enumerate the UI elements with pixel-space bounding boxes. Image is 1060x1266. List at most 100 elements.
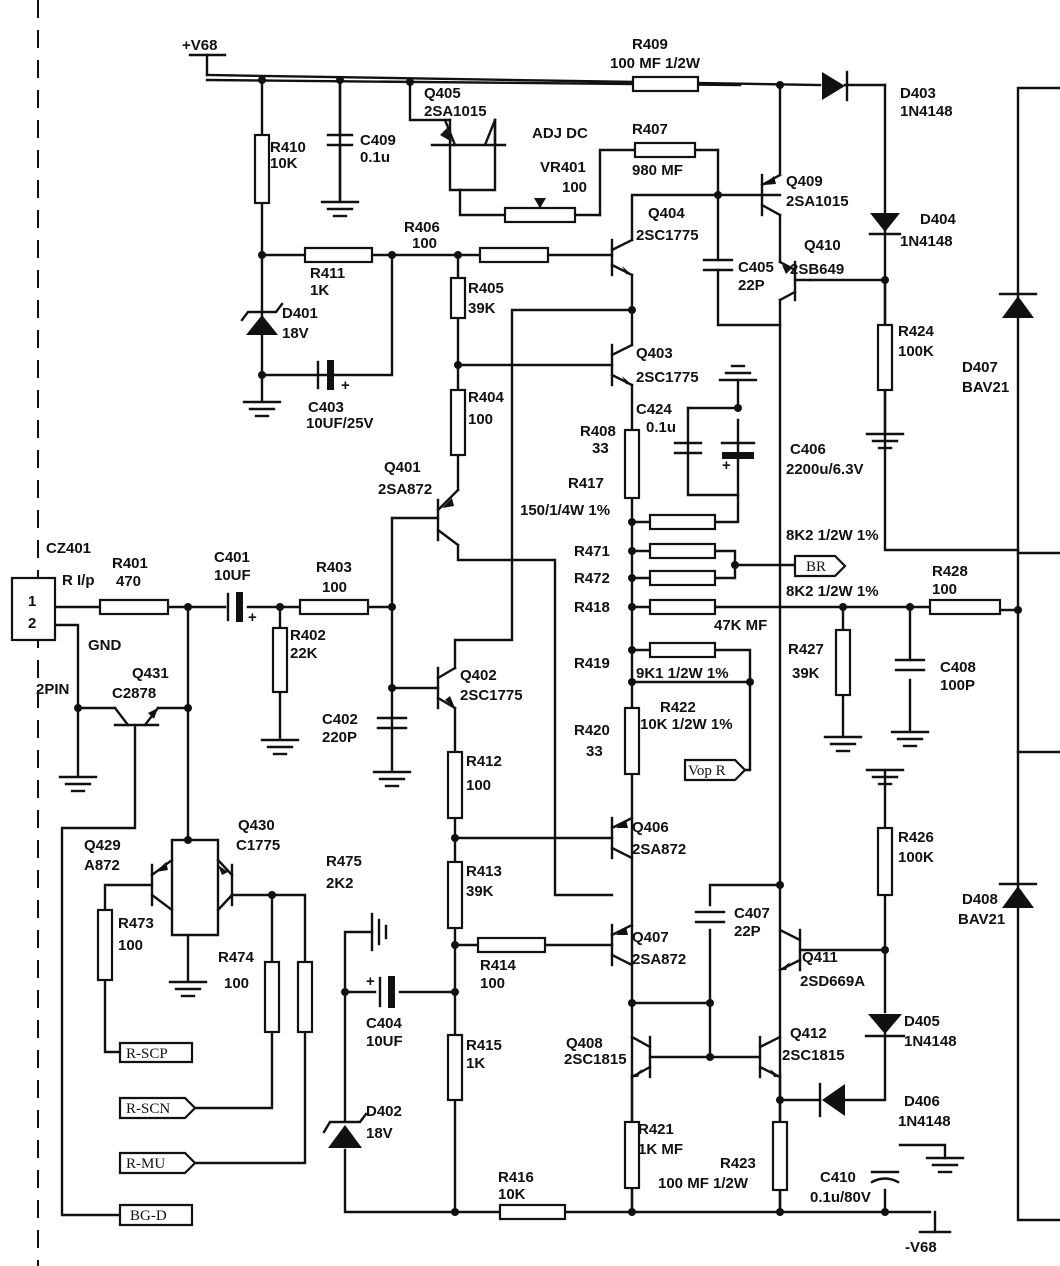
tag-rscp-shape xyxy=(118,1041,194,1064)
r412-ref: R412 xyxy=(466,753,502,770)
r414-ref: R414 xyxy=(480,957,517,974)
c403-plus: + xyxy=(341,377,350,394)
r408-ref: R408 xyxy=(580,423,616,440)
transistors xyxy=(113,118,812,1079)
r471-value: 8K2 1/2W 1% xyxy=(786,527,879,544)
q402-part: 2SC1775 xyxy=(460,687,523,704)
tag-bgd-shape xyxy=(118,1203,194,1227)
r474-ref: R474 xyxy=(218,949,255,966)
r402-ref: R402 xyxy=(290,627,326,644)
c408-value: 100P xyxy=(940,677,975,694)
tag-rmu-shape xyxy=(118,1151,197,1175)
r418-value: 8K2 1/2W 1% xyxy=(786,583,879,600)
r406-value: 100 xyxy=(412,235,437,252)
resistor-r401 xyxy=(98,598,170,616)
resistor-r408 xyxy=(623,428,641,500)
r426-ref: R426 xyxy=(898,829,934,846)
resistor-r403 xyxy=(298,598,370,616)
d408-part: BAV21 xyxy=(958,911,1005,928)
r412-value: 100 xyxy=(466,777,491,794)
r472-ref: R472 xyxy=(574,570,610,587)
trimmer-vr401 xyxy=(503,206,577,224)
c404-value: 10UF xyxy=(366,1033,403,1050)
q410-part: 2SB649 xyxy=(790,261,844,278)
r421-ref: R421 xyxy=(638,1121,674,1138)
c408-ref: C408 xyxy=(940,659,976,676)
r420-value: 33 xyxy=(586,743,603,760)
q408-ref: Q408 xyxy=(566,1035,603,1052)
d401-ref: D401 xyxy=(282,305,318,322)
output-stage-wiring xyxy=(998,86,1060,1222)
c407-ref: C407 xyxy=(734,905,770,922)
c410-ref: C410 xyxy=(820,1169,856,1186)
cz401-signal: R I/p xyxy=(62,572,95,589)
c404-plus: + xyxy=(366,973,375,990)
diode-d403 xyxy=(822,72,845,100)
r408-value: 33 xyxy=(592,440,609,457)
tag-br: BR xyxy=(806,559,826,575)
r405-ref: R405 xyxy=(468,280,504,297)
resistor-r471 xyxy=(648,542,717,560)
resistor-r405 xyxy=(449,276,467,320)
d407-ref: D407 xyxy=(962,359,998,376)
c405-value: 22P xyxy=(738,277,765,294)
resistor-r426 xyxy=(876,826,894,897)
r401-value: 470 xyxy=(116,573,141,590)
resistor-r412 xyxy=(446,750,464,820)
q431-ref: Q431 xyxy=(132,665,169,682)
r414-value: 100 xyxy=(480,975,505,992)
q408-part: 2SC1815 xyxy=(564,1051,627,1068)
r409-value: 100 MF 1/2W xyxy=(610,55,701,72)
capacitors xyxy=(226,78,926,1184)
resistor-r416 xyxy=(498,1203,567,1221)
diode-d405 xyxy=(868,1014,902,1034)
resistor-r406 xyxy=(478,246,550,264)
resistor-r409 xyxy=(631,75,700,93)
resistor-r423 xyxy=(771,1120,789,1192)
r417-value: 150/1/4W 1% xyxy=(520,502,610,519)
r404-value: 100 xyxy=(468,411,493,428)
q430-part: C1775 xyxy=(236,837,280,854)
r413-value: 39K xyxy=(466,883,494,900)
r417-ref: R417 xyxy=(568,475,604,492)
d404-part: 1N4148 xyxy=(900,233,953,250)
d404-ref: D404 xyxy=(920,211,957,228)
resistor-bodies xyxy=(10,75,1002,1221)
q405-part: 2SA1015 xyxy=(424,103,487,120)
schematic-labels: +V68 -V68 R409 100 MF 1/2W R410 10K R407… xyxy=(28,36,1009,1256)
diode-d404 xyxy=(870,213,900,232)
resistor-r473 xyxy=(96,908,114,982)
r424-ref: R424 xyxy=(898,323,935,340)
resistor-r475 xyxy=(296,960,314,1034)
resistor-r411 xyxy=(303,246,374,264)
d402-part: 18V xyxy=(366,1125,393,1142)
vr401-value: 100 xyxy=(562,179,587,196)
r422-ref: R422 xyxy=(660,699,696,716)
r474-value: 100 xyxy=(224,975,249,992)
r410-ref: R410 xyxy=(270,139,306,156)
q402-ref: Q402 xyxy=(460,667,497,684)
resistor-r427 xyxy=(834,628,852,697)
tag-bgd: BG-D xyxy=(130,1208,167,1224)
r403-ref: R403 xyxy=(316,559,352,576)
vr401-label: ADJ DC xyxy=(532,125,588,142)
r475-value: 2K2 xyxy=(326,875,354,892)
q430-ref: Q430 xyxy=(238,817,275,834)
q401-ref: Q401 xyxy=(384,459,421,476)
junction-dots xyxy=(74,76,1022,1216)
c409-ref: C409 xyxy=(360,132,396,149)
cz401-pin2: 2 xyxy=(28,615,36,632)
q404-ref: Q404 xyxy=(648,205,685,222)
cz401-type: 2PIN xyxy=(36,681,69,698)
resistor-r404 xyxy=(449,388,467,457)
q405-ref: Q405 xyxy=(424,85,461,102)
connector-cz401-body xyxy=(10,576,57,642)
r409-ref: R409 xyxy=(632,36,668,53)
resistor-r413 xyxy=(446,860,464,930)
r428-value: 100 xyxy=(932,581,957,598)
q412-ref: Q412 xyxy=(790,1025,827,1042)
q407-part: 2SA872 xyxy=(632,951,686,968)
resistor-r418 xyxy=(648,598,717,616)
r419-value: 9K1 1/2W 1% xyxy=(636,665,729,682)
c406-value: 2200u/6.3V xyxy=(786,461,864,478)
